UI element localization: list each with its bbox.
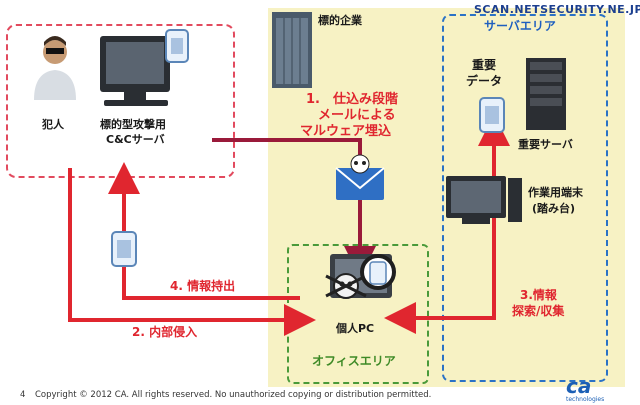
ca-logo-mark: ca (566, 374, 592, 398)
attacker-label: 犯人 (42, 118, 64, 131)
watermark-text: SCAN.NETSECURITY.NE.JP (474, 3, 640, 16)
work-terminal-icon (446, 176, 522, 224)
important-data-label-line2: データ (466, 74, 503, 88)
malware-email-icon (335, 154, 385, 200)
step1-label-line2: メールによる (318, 108, 396, 123)
ca-logo-sub: technologies (566, 396, 605, 403)
cc-server-computer-icon (100, 36, 170, 106)
target-company-label: 標的企業 (318, 14, 362, 27)
file-icon (165, 29, 189, 63)
cc-server-label-line1: 標的型攻撃用 (100, 118, 166, 131)
cc-server-label-line2: C&Cサーバ (106, 133, 165, 146)
step1-arrow (212, 138, 376, 278)
personal-pc-label: 個人PC (336, 322, 375, 335)
work-terminal-label-line2: (踏み台) (532, 202, 576, 215)
step2-label: 2. 内部侵入 (132, 325, 198, 339)
server-area-label: サーバエリア (484, 19, 556, 33)
step1-label-line1: 1. 仕込み段階 (306, 92, 398, 107)
important-server-label: 重要サーバ (518, 138, 573, 151)
page-number: 4 (20, 390, 26, 400)
step4-arrow (108, 162, 300, 300)
step1-label-line3: マルウェア埋込 (300, 124, 392, 139)
step3-label-line1: 3.情報 (520, 288, 557, 302)
step3-label-line2: 探索/収集 (512, 304, 565, 318)
copyright-notice: Copyright © 2012 CA. All rights reserved… (35, 390, 432, 400)
building-icon (272, 12, 312, 88)
step4-label: 4. 情報持出 (170, 279, 236, 293)
office-area-label: オフィスエリア (312, 354, 396, 368)
work-terminal-label-line1: 作業用端末 (528, 186, 583, 199)
magnifier-icon (360, 254, 396, 290)
important-server-icon (526, 58, 566, 130)
data-file-icon (111, 231, 137, 267)
ca-logo: ca technologies (566, 376, 626, 404)
important-data-label-line1: 重要 (472, 58, 497, 72)
step2-arrow (68, 168, 316, 336)
important-data-file-icon (479, 97, 505, 133)
attacker-person-icon (34, 36, 76, 100)
server-area-zone (442, 14, 608, 382)
